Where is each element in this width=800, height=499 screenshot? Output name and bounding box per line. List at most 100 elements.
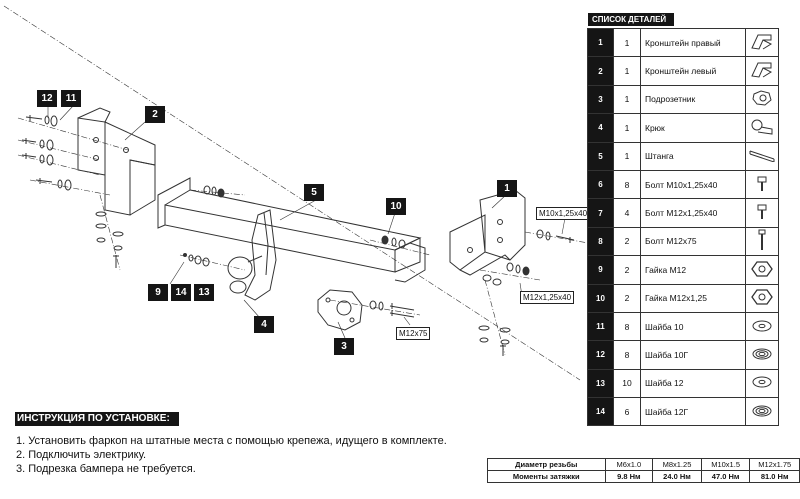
part-number: 6 (587, 169, 614, 200)
nut-icon (745, 255, 779, 285)
part-quantity: 1 (613, 84, 641, 115)
thread-value: М10х1.5 (700, 458, 751, 471)
callout-13: 13 (194, 284, 214, 301)
part-name: Шайба 10Г (640, 340, 746, 370)
tow-hook-part (227, 209, 277, 301)
part-quantity: 8 (613, 169, 641, 200)
leader-lines (47, 105, 566, 339)
callout-14: 14 (171, 284, 191, 301)
part-quantity: 2 (613, 226, 641, 257)
part-name: Болт М12х75 (640, 226, 746, 257)
callout-12: 12 (37, 90, 57, 107)
torque-table: Диаметр резьбы М6х1.0 М8х1.25 М10х1.5 М1… (487, 458, 800, 483)
part-number: 12 (587, 340, 614, 370)
right-bracket-part (449, 189, 526, 276)
part-name: Шайба 12Г (640, 397, 746, 427)
part-number: 9 (587, 255, 614, 285)
socket-plate-part (317, 289, 363, 331)
part-number: 4 (587, 113, 614, 143)
part-quantity: 1 (613, 27, 641, 58)
part-name: Кронштейн правый (640, 27, 746, 58)
bolt-label-m10: М10х1,25х40 (536, 207, 591, 220)
torque-value: 81.0 Нм (749, 470, 800, 483)
part-number: 11 (587, 311, 614, 342)
instruction-step: 1. Установить фаркоп на штатные места с … (16, 435, 447, 447)
instruction-step: 2. Подключить электрику. (16, 449, 147, 462)
callout-10: 10 (386, 198, 406, 215)
part-quantity: 4 (613, 198, 641, 228)
part-quantity: 8 (613, 311, 641, 342)
part-quantity: 1 (613, 141, 641, 171)
part-quantity: 8 (613, 340, 641, 370)
washer-icon (745, 368, 779, 399)
part-name: Подрозетник (640, 84, 746, 115)
callout-5: 5 (304, 184, 324, 201)
part-name: Гайка М12 (640, 255, 746, 285)
instruction-step: 3. Подрезка бампера не требуется. (16, 463, 196, 476)
part-number: 14 (587, 397, 614, 427)
part-name: Болт М10х1,25х40 (640, 169, 746, 200)
part-name: Крюк (640, 113, 746, 143)
thread-diameter-label: Диаметр резьбы (487, 458, 606, 471)
bolt-label-m12-40: М12х1,25х40 (520, 291, 575, 304)
parts-list-title: СПИСОК ДЕТАЛЕЙ (588, 13, 674, 26)
part-quantity: 1 (613, 113, 641, 143)
part-quantity: 2 (613, 283, 641, 313)
spring-washer-icon (745, 397, 779, 427)
bracket-icon (745, 27, 779, 58)
torque-value: 47.0 Нм (700, 470, 751, 483)
left-bracket-part (77, 107, 156, 216)
callout-11: 11 (61, 90, 81, 107)
part-quantity: 10 (613, 368, 641, 399)
part-number: 5 (587, 141, 614, 171)
instructions-list: 1. Установить фаркоп на штатные места с … (16, 434, 447, 477)
bolt-icon (745, 198, 779, 228)
socket-plate-icon (745, 84, 779, 115)
part-name: Шайба 12 (640, 368, 746, 399)
part-number: 13 (587, 368, 614, 399)
callout-1: 1 (497, 180, 517, 197)
part-name: Шайба 10 (640, 311, 746, 342)
torque-label: Моменты затяжки (487, 470, 606, 483)
part-number: 2 (587, 56, 614, 86)
long-bolt-icon (745, 226, 779, 257)
callout-9: 9 (148, 284, 168, 301)
part-name: Гайка М12х1,25 (640, 283, 746, 313)
instructions-title: ИНСТРУКЦИЯ ПО УСТАНОВКЕ: (15, 412, 179, 426)
thread-value: М12х1.75 (749, 458, 800, 471)
part-quantity: 6 (613, 397, 641, 427)
part-quantity: 1 (613, 56, 641, 86)
part-name: Штанга (640, 141, 746, 171)
thread-value: М8х1.25 (652, 458, 702, 471)
thread-value: М6х1.0 (604, 458, 654, 471)
left-fasteners (21, 115, 124, 268)
crossbar-icon (745, 141, 779, 171)
part-name: Кронштейн левый (640, 56, 746, 86)
torque-value: 24.0 Нм (652, 470, 702, 483)
callout-2: 2 (145, 106, 165, 123)
torque-value: 9.8 Нм (604, 470, 654, 483)
hook-icon (745, 113, 779, 143)
part-name: Болт М12х1,25х40 (640, 198, 746, 228)
bracket-icon (745, 56, 779, 86)
bolt-label-m12-75: М12х75 (396, 327, 431, 340)
part-number: 3 (587, 84, 614, 115)
part-number: 10 (587, 283, 614, 313)
spring-washer-icon (745, 340, 779, 370)
bolt-icon (745, 169, 779, 200)
